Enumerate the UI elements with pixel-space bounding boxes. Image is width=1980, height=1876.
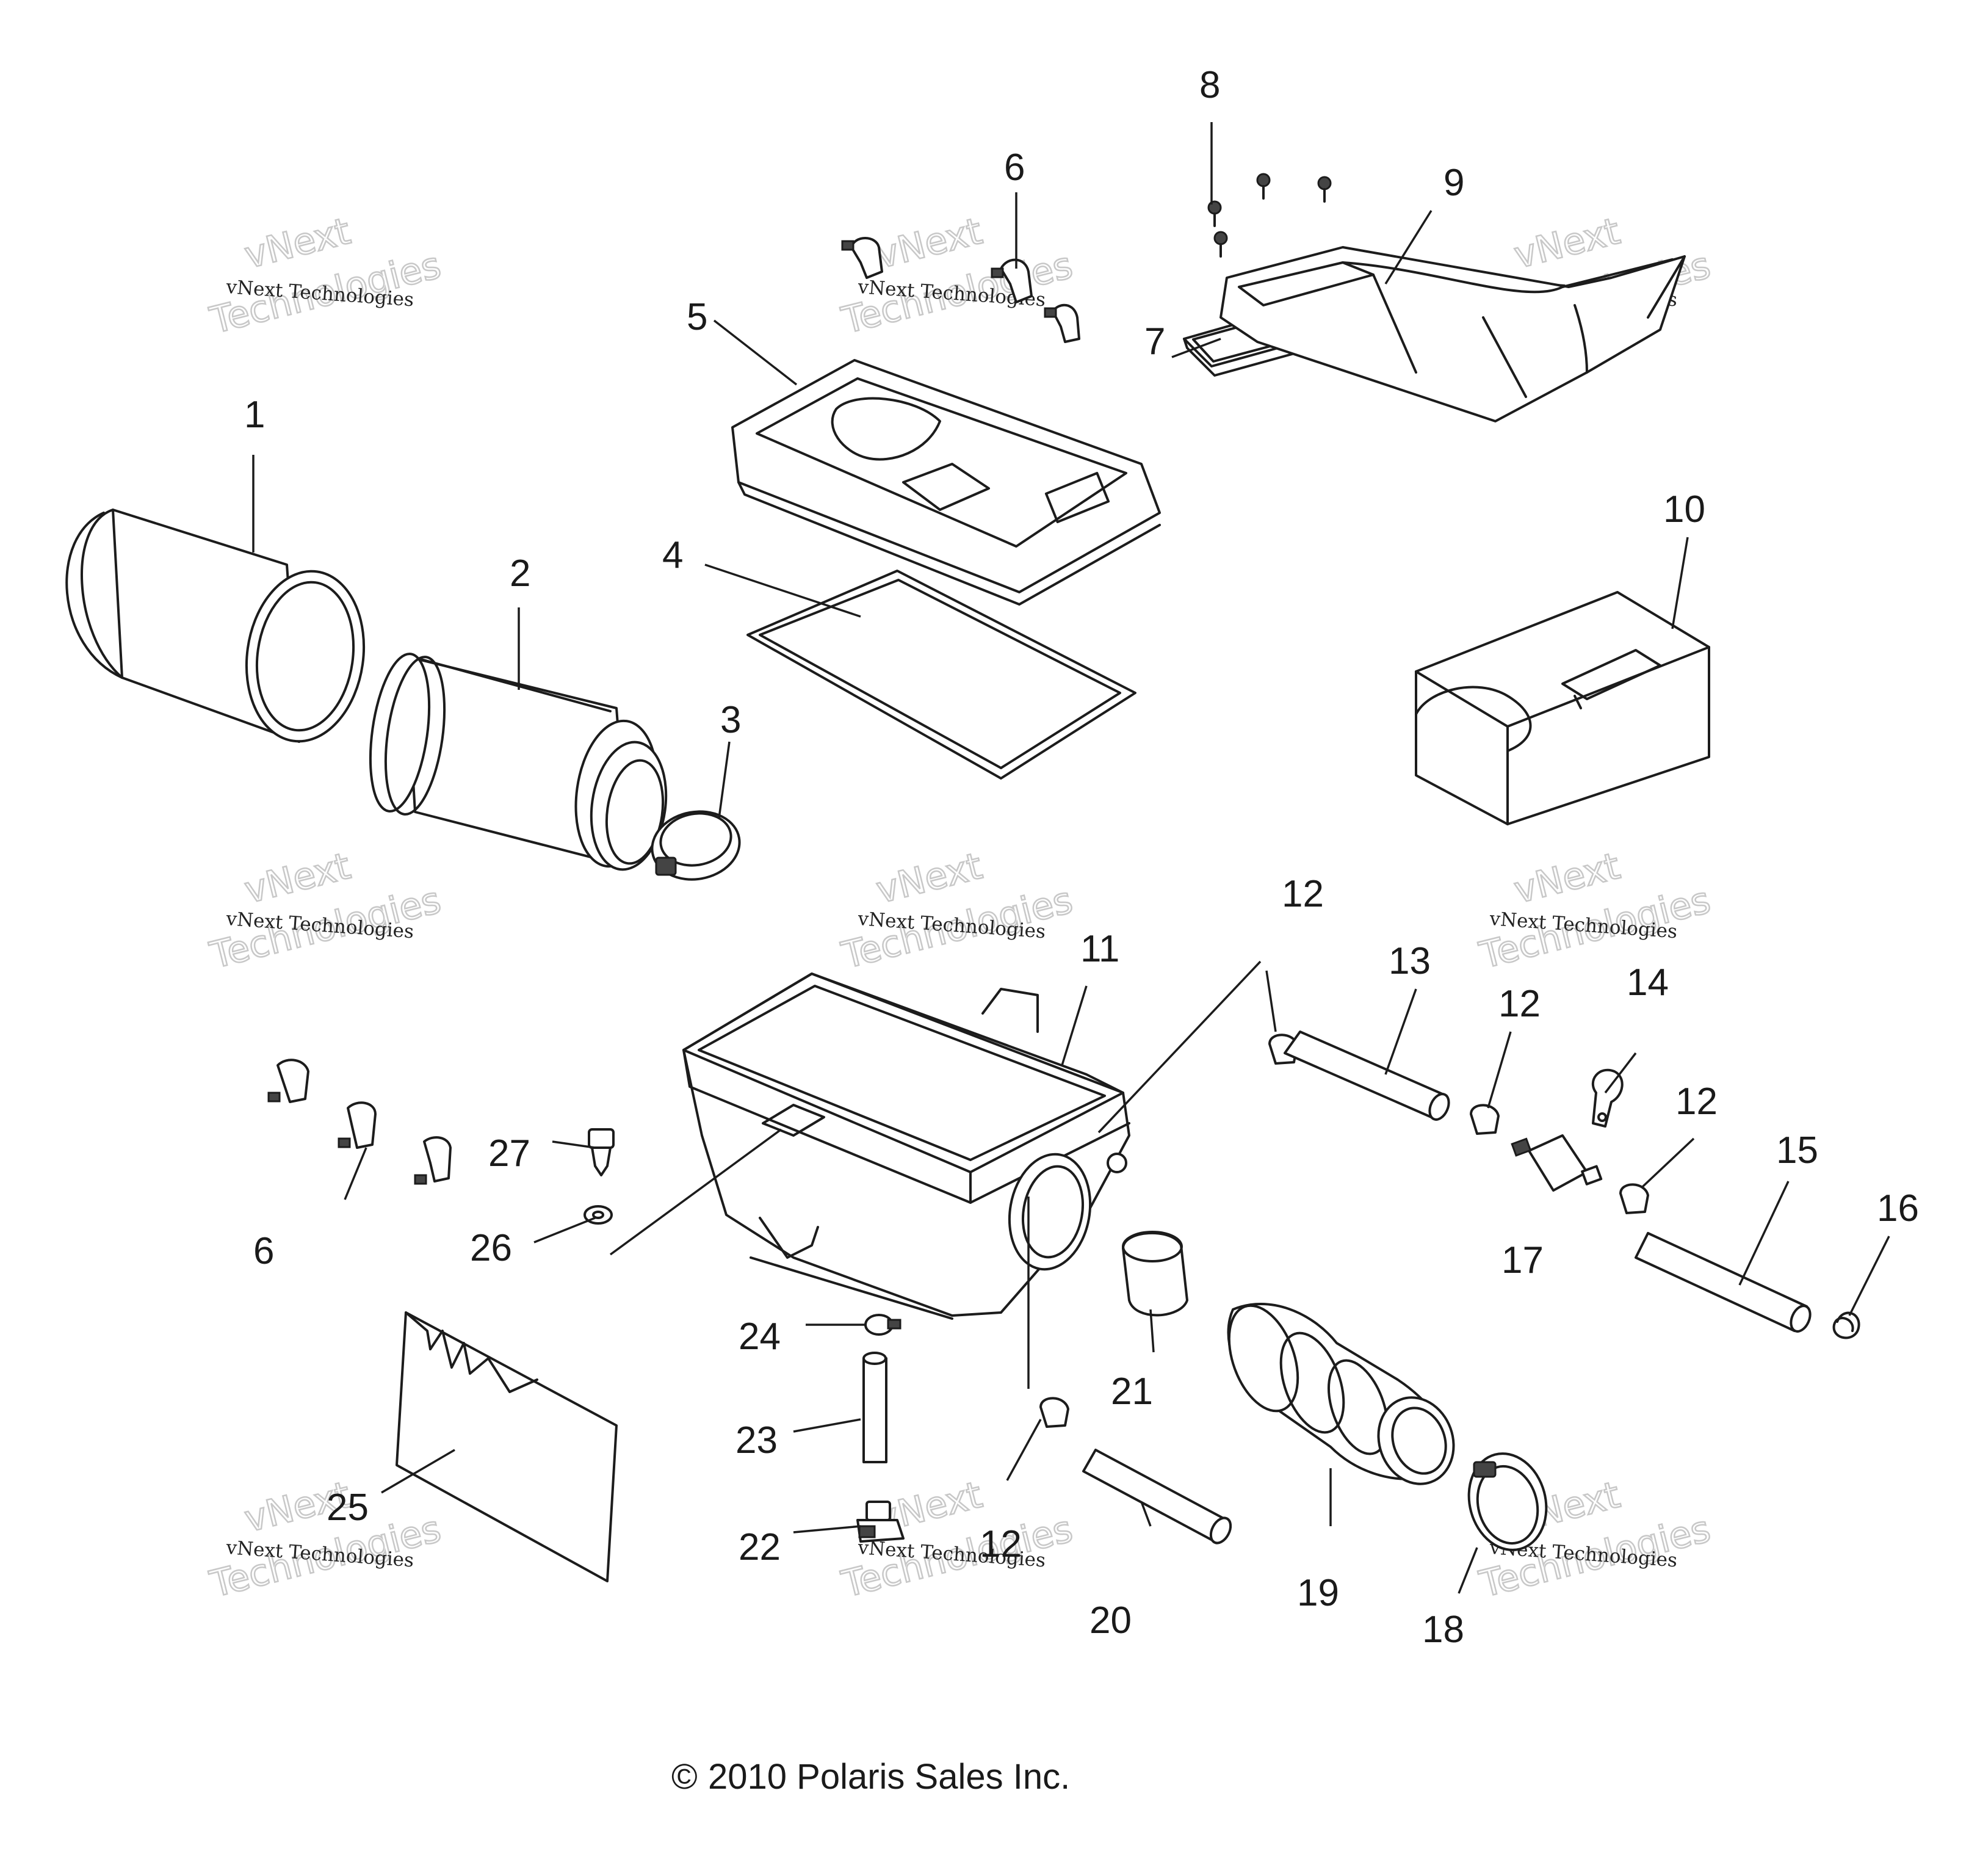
callout-25: 25 xyxy=(327,1487,369,1529)
part-21-coupler xyxy=(1122,1231,1188,1317)
part-5-airbox-cover xyxy=(731,359,1161,606)
part-2-air-filter xyxy=(369,653,668,871)
callout-10: 10 xyxy=(1663,488,1705,531)
svg-text:vNext: vNext xyxy=(1510,210,1624,277)
callout-21: 21 xyxy=(1111,1371,1153,1413)
callout-24: 24 xyxy=(739,1316,781,1358)
callout-4: 4 xyxy=(662,534,683,576)
part-3-hose-clamp xyxy=(651,810,741,881)
svg-text:vNext: vNext xyxy=(872,210,986,277)
callout-1: 1 xyxy=(244,394,265,436)
copyright: © 2010 Polaris Sales Inc. xyxy=(671,1757,1070,1797)
callout-18: 18 xyxy=(1422,1609,1464,1651)
part-22-drain xyxy=(856,1501,905,1543)
part-9-intake-duct xyxy=(1219,246,1686,422)
callout-19: 19 xyxy=(1297,1572,1339,1614)
callout-22: 22 xyxy=(739,1526,781,1568)
watermark: vNext Technologies xyxy=(1475,844,1715,978)
callout-7: 7 xyxy=(1144,321,1165,363)
callout-12-c: 12 xyxy=(1675,1081,1718,1123)
watermark: vNext Technologies xyxy=(205,844,446,978)
leader-lines xyxy=(252,122,1890,1594)
callout-13: 13 xyxy=(1389,940,1431,982)
callout-23: 23 xyxy=(735,1419,778,1461)
callout-17: 17 xyxy=(1501,1239,1544,1281)
callout-15: 15 xyxy=(1776,1129,1818,1172)
part-23-drain-tube xyxy=(862,1352,887,1463)
part-20-hose xyxy=(1082,1449,1232,1545)
part-19-intake-boot xyxy=(1227,1303,1455,1485)
part-6-clips-top xyxy=(841,237,1080,343)
callout-16: 16 xyxy=(1877,1187,1919,1230)
part-27-fastener xyxy=(588,1128,615,1176)
part-12-clamps xyxy=(1039,1034,1649,1428)
part-1-prefilter xyxy=(65,509,366,743)
callout-12-d: 12 xyxy=(980,1523,1022,1565)
part-24-clamp xyxy=(864,1314,901,1336)
callout-14: 14 xyxy=(1627,962,1669,1004)
callout-27: 27 xyxy=(488,1132,530,1175)
watermark: vNext Technologies xyxy=(837,844,1077,978)
part-6-clips-left xyxy=(267,1059,452,1185)
part-11-airbox-base xyxy=(682,972,1130,1320)
part-4-gasket xyxy=(746,570,1136,780)
svg-text:vNext: vNext xyxy=(1510,845,1624,912)
callout-2: 2 xyxy=(510,552,530,595)
callout-12-a: 12 xyxy=(1282,873,1324,915)
part-13-hose xyxy=(1284,1030,1450,1121)
callout-26: 26 xyxy=(470,1227,512,1269)
callout-6-left: 6 xyxy=(253,1230,274,1272)
part-10-foam-block xyxy=(1415,591,1710,825)
watermark: vNext Technologies xyxy=(205,209,446,343)
part-14-p-clip xyxy=(1591,1068,1624,1128)
callout-11: 11 xyxy=(1080,928,1119,970)
part-15-hose xyxy=(1635,1232,1812,1333)
part-16-spring-clip xyxy=(1832,1311,1860,1339)
callout-20: 20 xyxy=(1089,1599,1132,1642)
part-25-label xyxy=(396,1311,618,1582)
part-18-hose-clamp xyxy=(1467,1452,1548,1551)
callout-8: 8 xyxy=(1199,64,1220,106)
callout-6-top: 6 xyxy=(1004,147,1025,189)
callout-5: 5 xyxy=(687,296,707,338)
copyright-symbol: © xyxy=(671,1757,698,1797)
callout-labels: 1 2 3 4 5 6 6 7 8 9 10 11 12 12 12 12 13… xyxy=(244,64,1919,1651)
copyright-text: 2010 Polaris Sales Inc. xyxy=(708,1757,1070,1797)
svg-text:vNext: vNext xyxy=(240,845,355,912)
callout-12-b: 12 xyxy=(1498,983,1541,1025)
callout-9: 9 xyxy=(1443,162,1464,204)
callout-3: 3 xyxy=(720,699,741,741)
svg-text:vNext: vNext xyxy=(872,845,986,912)
svg-text:vNext: vNext xyxy=(240,210,355,277)
part-8-screws xyxy=(1207,173,1332,258)
part-17-valve xyxy=(1511,1134,1603,1192)
